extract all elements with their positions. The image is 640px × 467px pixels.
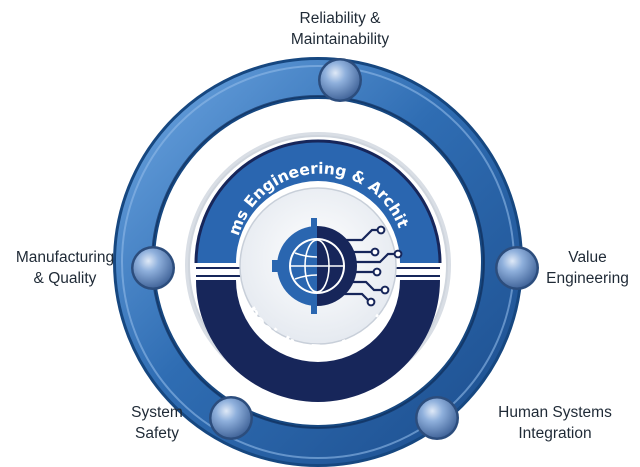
node-bottom-left-sphere [209, 396, 253, 440]
node-label-line: System [131, 404, 183, 421]
gear-globe-circuit-icon [272, 218, 403, 314]
node-label-human-systems-integration: Human Systems Integration [470, 402, 640, 444]
node-label-manufacturing-quality: Manufacturing & Quality [0, 247, 130, 289]
node-right-sphere [495, 246, 539, 290]
node-label-line: Reliability & [299, 10, 381, 27]
node-label-line: Human Systems [498, 404, 612, 421]
node-top-sphere [318, 58, 362, 102]
node-label-reliability-maintainability: Reliability & Maintainability [240, 8, 440, 50]
node-bottom-right-sphere [415, 396, 459, 440]
node-label-value-engineering: Value Engineering [535, 247, 640, 289]
node-label-line: Manufacturing [15, 249, 115, 266]
node-label-line: & Quality [33, 270, 97, 287]
lower-band [196, 280, 440, 402]
node-label-line: Value [568, 249, 607, 266]
upper-band [196, 141, 440, 263]
node-label-line: Maintainability [290, 31, 390, 48]
node-label-line: Integration [518, 425, 592, 442]
node-label-system-safety: System Safety [92, 402, 222, 444]
node-label-line: Engineering [546, 270, 629, 287]
node-label-line: Safety [135, 425, 179, 442]
node-spheres [131, 58, 539, 440]
node-left-sphere [131, 246, 175, 290]
